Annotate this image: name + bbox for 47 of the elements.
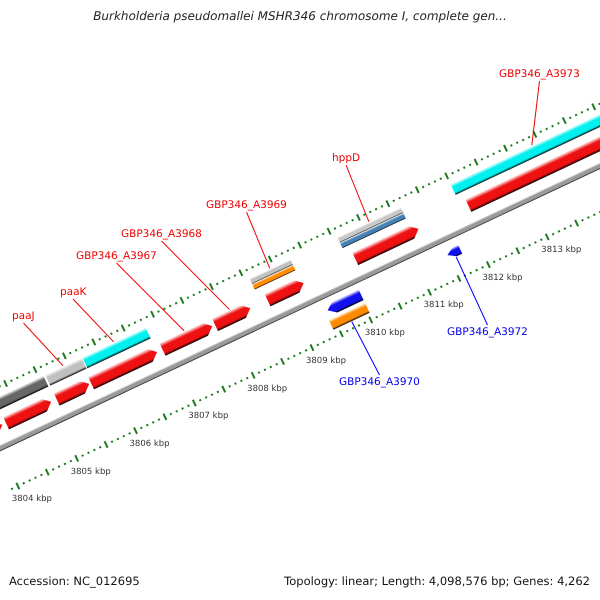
gene-segment	[328, 289, 364, 312]
scale-label: 3809 kbp	[306, 356, 346, 366]
scale-label: 3813 kbp	[541, 245, 582, 256]
feature-bar	[252, 264, 296, 290]
gene-segment	[447, 244, 462, 256]
gene-segment	[264, 280, 304, 306]
feature-bar	[337, 207, 404, 243]
gene-label: GBP346_A3967	[76, 250, 157, 262]
map-title: Burkholderia pseudomallei MSHR346 chromosome I, complete gen...	[93, 9, 507, 23]
gene-segment	[2, 398, 52, 430]
leader-line	[346, 164, 370, 222]
leader-line	[72, 298, 114, 342]
gene-label: GBP346_A3970	[339, 376, 420, 388]
gene-segment	[212, 305, 250, 332]
feature-bar	[45, 358, 86, 386]
scale-label: 3805 kbp	[70, 466, 111, 477]
leader-line	[246, 212, 270, 269]
gene-label: GBP346_A3972	[447, 326, 528, 338]
feature-bar	[250, 259, 293, 284]
leader-line	[531, 80, 540, 146]
accession-text: Accession: NC_012695	[9, 575, 140, 587]
scale-label: 3807 kbp	[188, 411, 228, 422]
scale-label: 3808 kbp	[247, 384, 288, 394]
leader-line	[23, 322, 64, 366]
feature-bar	[340, 212, 406, 248]
scale-label: 3804 kbp	[12, 494, 52, 504]
gene-segment	[160, 323, 212, 356]
gene-segment	[352, 226, 419, 266]
leader-line	[351, 321, 380, 376]
leader-line	[161, 240, 230, 310]
gene-label: paaJ	[12, 310, 35, 322]
leader-line	[456, 256, 488, 326]
gene-label: hppD	[332, 152, 360, 164]
scale-label: 3811 kbp	[424, 300, 464, 310]
leader-line	[116, 262, 185, 332]
scale-label: 3812 kbp	[482, 272, 523, 283]
scale-label: 3806 kbp	[130, 438, 170, 449]
gene-segment	[54, 381, 90, 406]
gene-label: GBP346_A3973	[499, 68, 580, 80]
gene-label: GBP346_A3968	[121, 228, 202, 240]
feature-bar	[328, 302, 370, 330]
gene-label: paaK	[60, 286, 86, 298]
gene-label: GBP346_A3969	[206, 199, 287, 211]
scale-label: 3810 kbp	[364, 328, 405, 338]
feature-bar	[0, 376, 48, 412]
summary-text: Topology: linear; Length: 4,098,576 bp; Genes: 4,262	[284, 575, 590, 587]
feature-bar	[82, 328, 151, 368]
